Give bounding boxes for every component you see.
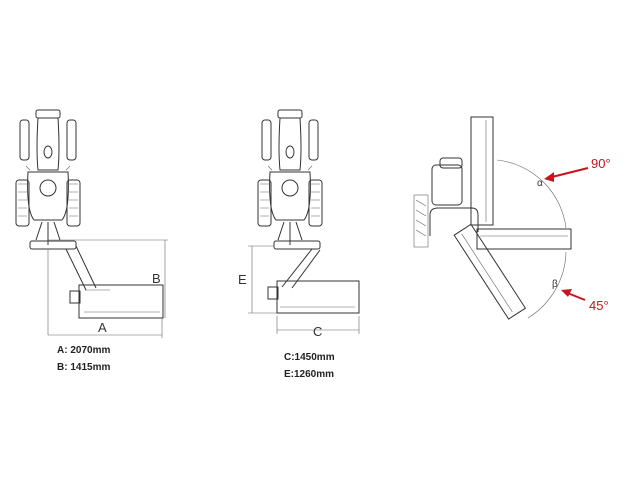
dimension-label-b: B bbox=[152, 271, 161, 286]
spec-a: A: 2070mm bbox=[57, 345, 111, 356]
alpha-symbol: α bbox=[537, 178, 543, 189]
dimension-label-e: E bbox=[238, 272, 247, 287]
rear-view-angle-diagram: α β 90° 45° bbox=[413, 116, 611, 320]
spec-e: E:1260mm bbox=[284, 369, 335, 380]
spec-c: C:1450mm bbox=[284, 352, 335, 363]
dimension-label-a: A bbox=[98, 320, 107, 335]
spec-b: B: 1415mm bbox=[57, 362, 111, 373]
tractor-side-mower-compact: E C bbox=[238, 109, 360, 339]
dimension-label-c: C bbox=[313, 324, 322, 339]
arrow-90 bbox=[547, 167, 589, 179]
angle-label-45: 45° bbox=[589, 298, 609, 313]
tractor-side-mower-extended: A B bbox=[15, 109, 168, 338]
angle-label-90: 90° bbox=[591, 156, 611, 171]
beta-symbol: β bbox=[552, 279, 558, 290]
